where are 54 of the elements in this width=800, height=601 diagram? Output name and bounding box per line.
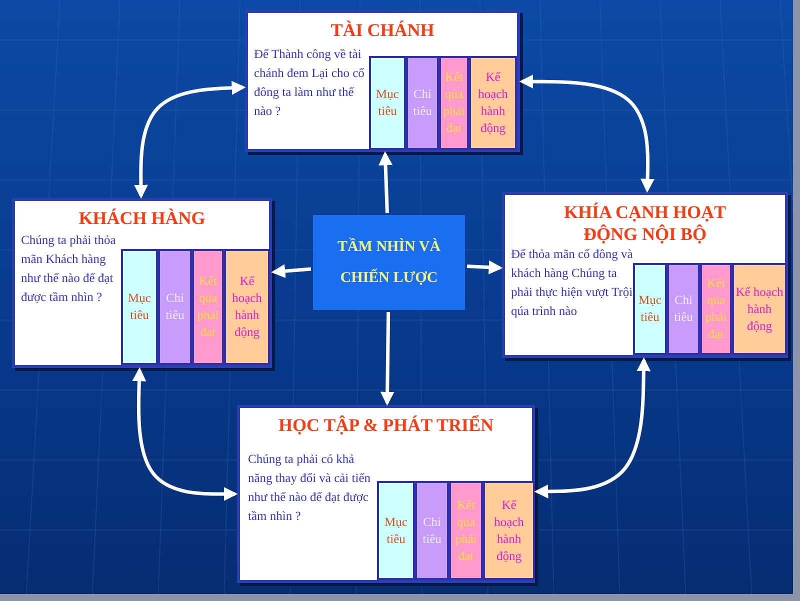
table-column-cell [667, 263, 700, 355]
card-heading: KHÍA CẠNH HOẠT ĐỘNG NỘI BỘ [562, 201, 728, 245]
center-title: TẦM NHÌN VÀ CHIẾN LƯỢC [336, 236, 442, 288]
table-column-cell [415, 481, 449, 580]
card-question: Chúng ta phải thỏa mãn Khách hàng như thế nào để đạt được tầm nhìn ? [21, 232, 117, 306]
arrow [378, 151, 392, 214]
perspective-card [12, 198, 272, 368]
card-question: Để thỏa mãn cổ đông và khách hàng Chúng ta phải thực hiện vượt Trội qúa trình nào [511, 246, 633, 320]
table-column-cell [377, 481, 415, 580]
column-text: Chỉ tiêu [164, 290, 186, 324]
table-column-cell [121, 249, 158, 365]
table-column-cell [449, 481, 483, 580]
card-heading: TÀI CHÁNH [330, 19, 436, 41]
table-column-cell [192, 249, 224, 365]
column-text: Kế hoạch hành động [231, 273, 263, 341]
column-text: Mục tiêu [384, 514, 408, 548]
table-column-cell [633, 263, 667, 355]
column-text: Mục tiêu [375, 86, 400, 120]
column-text: Chỉ tiêu [422, 514, 442, 548]
curved-double-arrow [132, 367, 238, 501]
curved-double-arrow [519, 74, 654, 193]
column-text: Chỉ tiêu [412, 86, 433, 120]
vision-strategy-box [313, 215, 465, 310]
column-text: Kết qủa phải đạt [442, 69, 466, 137]
table-column-cell [224, 249, 270, 365]
table-column-cell [369, 56, 406, 150]
card-heading: HỌC TẬP & PHÁT TRIỂN [277, 414, 495, 436]
table-column-cell [732, 263, 787, 355]
column-text: Chỉ tiêu [673, 292, 694, 326]
perspective-card [237, 405, 535, 583]
curved-double-arrow [134, 80, 246, 199]
table-column-cell [469, 56, 517, 150]
table-column-cell [158, 249, 192, 365]
arrow [380, 312, 394, 406]
column-text: Kế hoạch hành động [493, 496, 525, 564]
column-text: Kết qủa phải đạt [454, 496, 478, 564]
column-text: Kết qủa phải đạt [704, 275, 728, 343]
curved-double-arrow [534, 357, 651, 498]
column-text: Mục tiêu [127, 290, 152, 324]
arrow [466, 260, 503, 274]
table-column-cell [439, 56, 469, 150]
column-text: Kết qủa phải đạt [196, 273, 220, 341]
card-question: Chúng ta phải có khả năng thay đổi và cải tiến như thế nào để đạt được tầm nhìn ? [248, 451, 372, 525]
card-question: Để Thành công về tài chánh đem Lại cho cổ đông ta làm như thế nào ? [254, 46, 366, 120]
table-column-cell [483, 481, 535, 580]
perspective-card [502, 192, 788, 358]
column-text: Kế hoạch hành động [734, 284, 784, 334]
perspective-card [245, 10, 520, 152]
column-text: Kế hoạch hành động [477, 69, 509, 137]
table-column-cell [406, 56, 439, 150]
arrow [271, 264, 312, 278]
card-heading: KHÁCH HÀNG [78, 207, 206, 229]
column-text: Mục tiêu [638, 292, 662, 326]
table-column-cell [700, 263, 732, 355]
